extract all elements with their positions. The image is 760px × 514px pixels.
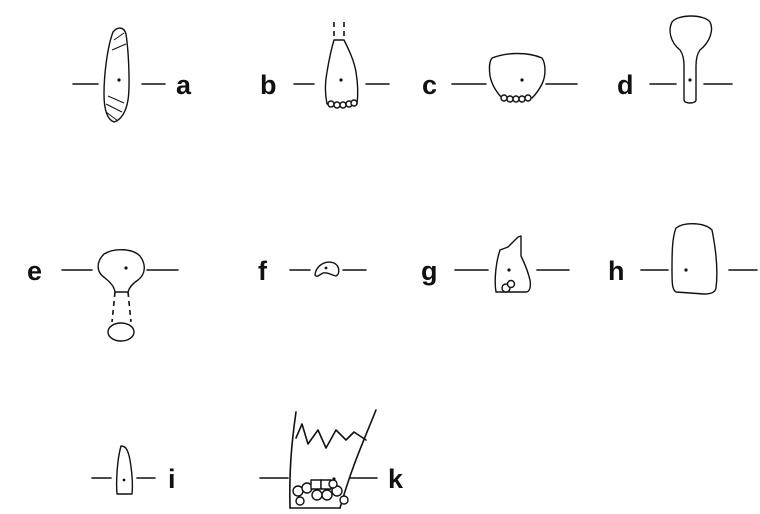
specimen-e: e xyxy=(27,249,179,342)
label-b: b xyxy=(260,70,277,100)
condyle-outline xyxy=(107,322,135,342)
bone-outline xyxy=(314,261,340,277)
dashed-extension-right xyxy=(127,291,132,323)
bone-outline xyxy=(324,39,359,105)
label-k: k xyxy=(388,464,404,494)
bone-outline xyxy=(669,15,713,104)
label-e: e xyxy=(27,256,42,286)
label-g: g xyxy=(421,256,438,286)
label-h: h xyxy=(608,256,625,286)
center-point xyxy=(124,266,128,270)
center-point xyxy=(324,266,328,270)
label-c: c xyxy=(422,70,437,100)
bone-outline xyxy=(115,445,134,495)
center-point xyxy=(122,478,126,482)
specimen-c: c xyxy=(422,52,578,103)
specimen-g: g xyxy=(421,235,570,293)
broken-edge xyxy=(295,423,367,449)
dashed-extension-left xyxy=(111,291,116,323)
bone-outline-right xyxy=(339,409,377,509)
label-d: d xyxy=(617,70,634,100)
specimen-k: k xyxy=(259,409,404,509)
tooth-row xyxy=(500,94,532,103)
specimen-a: a xyxy=(72,27,192,123)
center-point xyxy=(332,477,336,481)
tooth-fragment xyxy=(501,279,516,293)
label-a: a xyxy=(176,70,192,100)
center-point xyxy=(117,78,121,82)
bone-outline xyxy=(488,52,546,99)
center-point xyxy=(507,268,511,272)
bone-outline xyxy=(494,235,532,293)
tooth-row xyxy=(327,99,358,109)
hatching xyxy=(105,32,127,122)
label-i: i xyxy=(168,464,176,494)
bone-outline xyxy=(671,223,718,295)
bone-outline-left xyxy=(289,411,297,509)
bone-outline xyxy=(103,27,130,123)
specimen-d: d xyxy=(617,15,733,104)
center-point xyxy=(688,78,692,82)
label-f: f xyxy=(258,256,268,286)
specimen-b: b xyxy=(260,22,390,109)
specimen-h: h xyxy=(608,223,758,295)
center-point xyxy=(684,268,688,272)
center-point xyxy=(520,78,524,82)
specimen-i: i xyxy=(91,445,176,495)
bone-outline xyxy=(97,249,145,293)
tooth-row xyxy=(292,479,349,506)
center-point xyxy=(339,78,343,82)
specimen-f: f xyxy=(258,256,367,286)
